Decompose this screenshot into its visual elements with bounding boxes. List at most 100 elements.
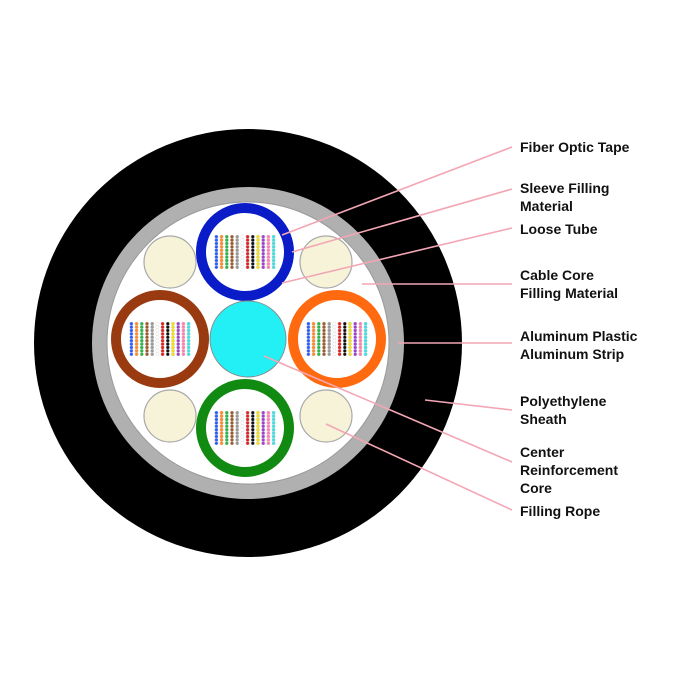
fiber [150,338,155,343]
fiber [266,238,271,242]
fiber [261,427,266,432]
fiber [348,342,352,346]
fiber [139,349,144,353]
fiber [266,410,271,415]
fiber [129,352,134,357]
fiber [165,328,170,333]
fiber [155,338,160,343]
fiber [129,332,134,336]
fiber [155,335,160,340]
fiber [250,238,255,242]
fiber [342,335,347,340]
fiber [224,251,229,256]
fiber [266,245,271,249]
fiber [261,258,266,263]
fiber [145,321,149,326]
fiber [165,325,170,329]
fiber [219,414,224,418]
fiber [245,410,250,415]
fiber [261,424,266,429]
fiber [245,417,250,422]
fiber [155,325,160,329]
fiber [214,414,219,418]
fiber [271,417,276,422]
fiber [266,441,271,446]
fiber [171,349,175,353]
fiber [240,241,245,246]
fiber [235,262,240,266]
fiber [181,349,186,353]
fiber [322,352,326,357]
fiber [363,328,368,333]
fiber [150,328,155,333]
fiber [165,352,170,357]
fiber [171,332,175,336]
fiber [266,262,271,266]
fiber [160,352,165,357]
fiber [327,328,332,333]
fiber [358,338,363,343]
fiber [363,332,368,336]
leader-sleeve-filling-material [291,188,513,253]
fiber [224,258,229,263]
fiber [240,427,245,432]
fiber [245,234,250,239]
fiber [235,255,240,259]
fiber [332,345,337,350]
fiber [358,349,363,353]
fiber [271,421,276,425]
fiber [353,345,358,350]
fiber [245,255,250,259]
fiber [155,352,160,357]
fiber [219,410,224,415]
fiber [235,417,240,422]
fiber [256,427,260,432]
fiber [271,248,276,253]
fiber [219,241,224,246]
label-cable-core-filling-material: Cable Core Filling Material [520,267,619,301]
fiber [240,438,245,442]
fiber [165,332,170,336]
fiber [261,410,266,415]
fiber [224,410,229,415]
fiber [261,438,266,442]
fiber [240,251,245,256]
fiber [230,414,234,418]
filling-rope-bottom-left [143,389,197,443]
fiber [134,332,139,336]
fiber [235,238,240,242]
fiber [311,335,316,340]
fiber [139,345,144,350]
fiber [363,352,368,357]
fiber [271,414,276,418]
fiber [337,342,342,346]
fiber [240,424,245,429]
fiber [363,342,368,346]
fiber [230,265,234,270]
fiber [219,248,224,253]
fiber [219,441,224,446]
fiber [271,434,276,439]
fiber [214,434,219,439]
fiber [224,262,229,266]
fiber [171,325,175,329]
fiber [240,262,245,266]
fiber [139,342,144,346]
fiber [322,328,326,333]
fiber [186,328,191,333]
fiber [348,352,352,357]
fiber [337,338,342,343]
fiber [165,345,170,350]
fiber [230,441,234,446]
fiber [256,421,260,425]
fiber [353,342,358,346]
fiber [139,325,144,329]
fiber [256,414,260,418]
fiber [214,427,219,432]
fiber [214,438,219,442]
fiber [316,321,321,326]
fiber [332,349,337,353]
fiber [266,258,271,263]
fiber [240,245,245,249]
fiber [250,234,255,239]
